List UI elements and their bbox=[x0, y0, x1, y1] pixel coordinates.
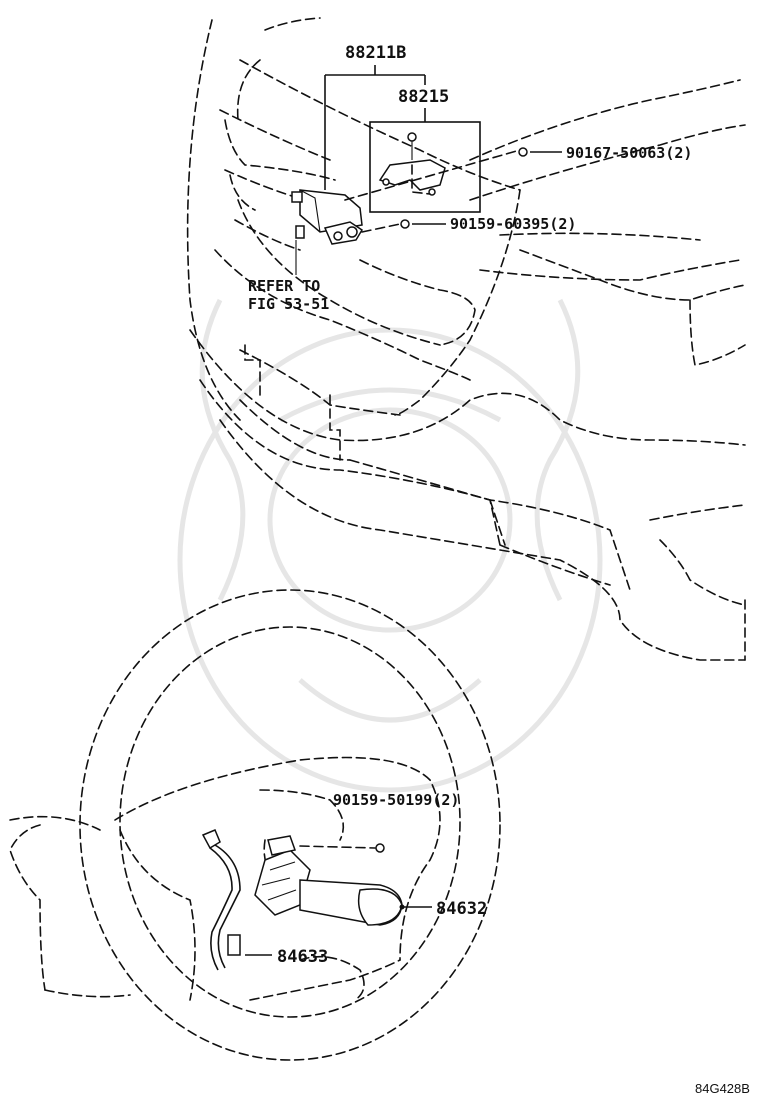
wire-harness-84633 bbox=[201, 829, 272, 971]
label-88215: 88215 bbox=[398, 87, 449, 107]
vehicle-front-outline bbox=[186, 17, 746, 661]
leader-lines-top bbox=[295, 65, 562, 275]
steering-wheel-outline bbox=[9, 589, 501, 1061]
label-fig-53-51: FIG 53-51 bbox=[248, 295, 329, 313]
label-refer-to: REFER TO bbox=[248, 277, 320, 295]
label-88211b: 88211B bbox=[345, 43, 406, 63]
label-90159-60395: 90159-60395(2) bbox=[450, 215, 576, 233]
label-84633: 84633 bbox=[277, 947, 328, 967]
cruise-switch-84632 bbox=[254, 835, 432, 926]
watermark-emblem bbox=[177, 298, 603, 793]
label-84632: 84632 bbox=[436, 899, 487, 919]
figure-code: 84G428B bbox=[695, 1081, 750, 1096]
sensor-unit-88211b bbox=[291, 189, 364, 245]
label-90167-50063: 90167-50063(2) bbox=[566, 144, 692, 162]
bracket-88215-group bbox=[369, 121, 481, 213]
label-90159-50199: 90159-50199(2) bbox=[333, 791, 459, 809]
